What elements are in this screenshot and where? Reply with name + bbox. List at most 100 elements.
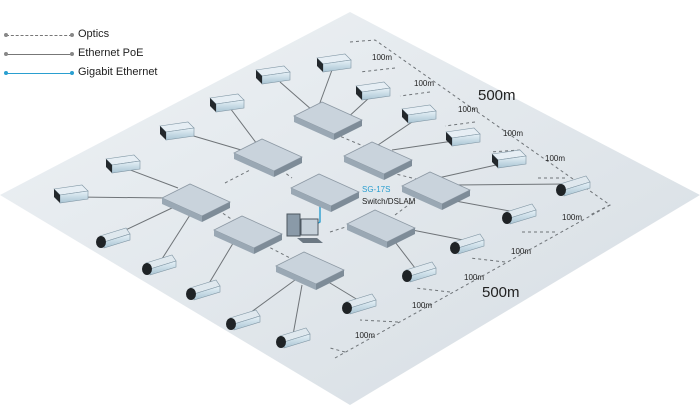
switch (161, 183, 231, 222)
segment-labels: 100m 100m 100m 100m 100m 100m 100m 100m … (355, 53, 582, 340)
poe-link (159, 214, 191, 263)
camera-lens (160, 126, 166, 140)
switch-front (276, 266, 316, 290)
poe-link (229, 107, 261, 149)
camera-lens (556, 184, 566, 196)
dimension-tick (489, 149, 521, 153)
computer-tower (286, 213, 301, 237)
switch-side (334, 120, 362, 140)
switch (343, 141, 413, 180)
segment-label: 100m (412, 301, 432, 310)
camera-lens (342, 302, 352, 314)
dimension-tick (444, 121, 476, 127)
poe-link (437, 162, 506, 179)
switch (233, 138, 303, 177)
legend-gigabit-ethernet: Gigabit Ethernet (4, 64, 184, 83)
camera-lens (276, 336, 286, 348)
switch (275, 251, 345, 290)
camera-lens (186, 288, 196, 300)
switch-side (442, 190, 470, 210)
ethernet-poe-line-sample (6, 54, 72, 55)
segment-label: 100m (562, 213, 582, 222)
switch-side (331, 192, 359, 212)
camera-lens (502, 212, 512, 224)
camera-icon (255, 65, 291, 85)
legend-ethernet-poe-label: Ethernet PoE (78, 47, 144, 59)
line-end-icon (70, 33, 74, 37)
legend-optics: Optics (4, 26, 184, 45)
camera-lens (96, 236, 106, 248)
camera-icon (316, 53, 352, 73)
camera-lens (226, 318, 236, 330)
dimension-bottom (334, 204, 611, 359)
segment-label: 100m (503, 129, 523, 138)
camera-lens (210, 98, 216, 112)
computer-icon (286, 213, 323, 243)
switch-side (316, 270, 344, 290)
switch-side (254, 234, 282, 254)
switch-front (214, 230, 254, 254)
switch-side (387, 228, 415, 248)
camera-lens (446, 132, 452, 146)
line-end-icon (4, 33, 8, 37)
camera-lens (317, 58, 323, 72)
camera-icon (355, 81, 391, 101)
segment-label: 100m (414, 79, 434, 88)
computer-keyboard (297, 238, 323, 243)
line-end-icon (70, 71, 74, 75)
central-model-label: SG-17S (362, 185, 390, 194)
computer-screen (300, 218, 319, 236)
segment-label: 100m (464, 273, 484, 282)
line-end-icon (4, 52, 8, 56)
line-end-icon (70, 52, 74, 56)
poe-link (317, 69, 333, 109)
camera-icon (401, 104, 437, 124)
camera-icon (276, 327, 311, 349)
optics-link (217, 209, 241, 226)
span-label-bottom: 500m (482, 284, 520, 301)
legend: Optics Ethernet PoE Gigabit Ethernet (4, 26, 184, 83)
camera-lens (402, 270, 412, 282)
camera-lens (492, 154, 498, 168)
camera-icon (53, 184, 89, 204)
switches (161, 101, 471, 290)
camera-icon (209, 93, 245, 113)
camera-icon (226, 309, 261, 331)
switch (346, 209, 416, 248)
switch-side (384, 160, 412, 180)
switch-front (344, 156, 384, 180)
legend-optics-label: Optics (78, 28, 110, 40)
segment-label: 100m (372, 53, 392, 62)
camera-lens (402, 109, 408, 123)
camera-lens (450, 242, 460, 254)
camera-icon (105, 154, 141, 174)
camera-icon (186, 279, 221, 301)
legend-ethernet-poe: Ethernet PoE (4, 45, 184, 64)
camera-icon (445, 127, 481, 147)
camera-lens (256, 70, 262, 84)
span-label-top: 500m (478, 87, 516, 104)
switch-front (347, 224, 387, 248)
line-end-icon (4, 71, 8, 75)
camera-icon (342, 293, 377, 315)
segment-label: 100m (511, 247, 531, 256)
poe-link (324, 279, 359, 301)
central-type-label: Switch/DSLAM (362, 197, 416, 206)
segment-label: 100m (545, 154, 565, 163)
switch-front (294, 116, 334, 140)
camera-icon (502, 203, 537, 225)
camera-lens (106, 159, 112, 173)
optics-link (394, 199, 416, 216)
poe-link (292, 284, 303, 336)
camera-icon (142, 254, 177, 276)
switch-front (402, 186, 442, 210)
camera-icon (491, 149, 527, 169)
dimension-tick (329, 347, 346, 353)
dimension-tick (359, 319, 399, 323)
poe-link (449, 199, 516, 213)
switch (401, 171, 471, 210)
camera-lens (142, 263, 152, 275)
switch-front (234, 153, 274, 177)
